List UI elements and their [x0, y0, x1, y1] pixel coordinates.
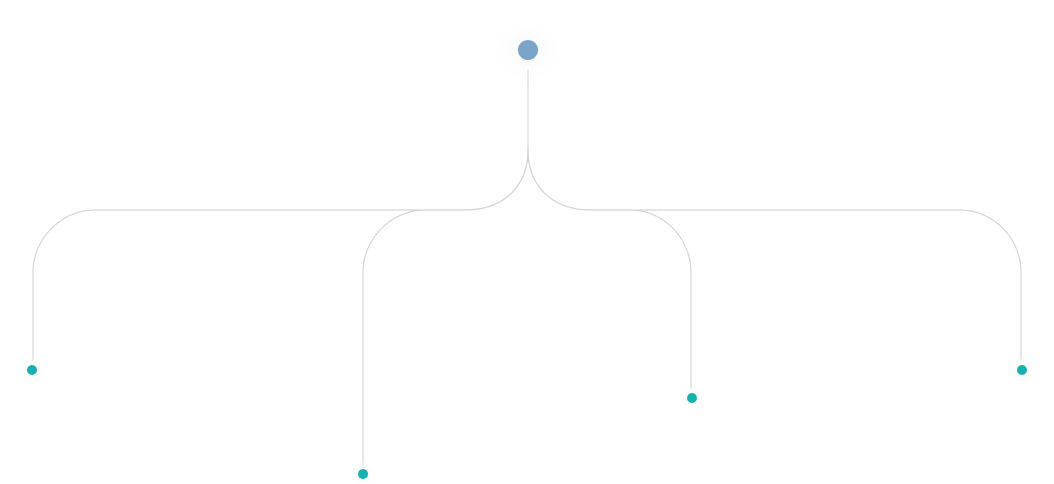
child-node-4-dot[interactable] [1017, 365, 1027, 375]
root-node-dot[interactable] [518, 40, 538, 60]
connector-child-2 [362, 149, 529, 466]
connector-child-3 [527, 149, 692, 389]
child-node-2-dot[interactable] [358, 469, 368, 479]
child-node-3-dot[interactable] [687, 393, 697, 403]
child-node-1-dot[interactable] [27, 365, 37, 375]
child-node-2[interactable] [347, 458, 379, 484]
connector-child-1 [32, 149, 529, 361]
connector-group [32, 69, 1022, 466]
child-node-1[interactable] [16, 354, 48, 386]
connector-child-4 [527, 149, 1022, 361]
child-node-3[interactable] [676, 382, 708, 414]
child-node-4[interactable] [1006, 354, 1038, 386]
root-node[interactable] [490, 12, 566, 88]
